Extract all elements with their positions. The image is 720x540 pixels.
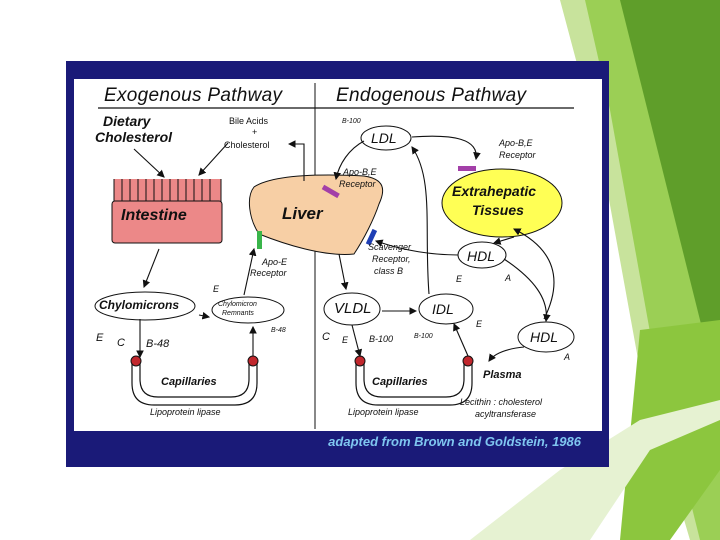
scavenger-label-line1: Scavenger [368,242,412,252]
extrahepatic-label-line1: Extrahepatic [452,183,537,199]
arrow-capillary-right-out [351,324,363,358]
capillary-node [130,355,142,367]
capillaries-left-label: Capillaries [161,376,217,388]
chylo-remnants-label-line2: Remnants [222,310,254,317]
cholesterol-label: Cholesterol [224,140,270,150]
arrow-lcat [488,346,525,362]
arrow-hdl-loop [513,228,555,320]
liver-label: Liver [282,204,323,223]
chylo-remnants-label-line1: Chylomicron [218,301,257,308]
apo-c-on-vldl: C [322,331,330,343]
vldl-label: VLDL [334,300,372,317]
apo-b48-on-remnant: B-48 [271,327,286,334]
arrow-extra-to-hdl [492,236,515,245]
apobe-receptor-mid-line1: Apo-B,E [343,167,377,177]
apobe-receptor-top-line1: Apo-B,E [499,138,533,148]
capillary-node [354,355,366,367]
apo-b100-top: B-100 [342,118,361,125]
capillary-loop-left [139,362,250,398]
lcat-label-line2: acyltransferase [475,409,537,419]
arrow-remnant-to-liver [243,247,257,296]
bile-acids-label: Bile Acids [229,116,269,126]
lcat-label-line1: Lecithin : cholesterol [460,397,543,407]
scavenger-label-line3: class B [374,266,404,276]
apo-e-on-remnant: E [213,284,220,294]
extrahepatic-label-line2: Tissues [472,202,524,218]
apo-b100-on-idl: B-100 [414,333,433,340]
source-caption: adapted from Brown and Goldstein, 1986 [328,434,581,449]
arrow-capillary-right-in [453,322,469,357]
capillary-node [247,355,259,367]
capillaries-right-label: Capillaries [372,376,428,388]
apobe-receptor-marker [321,184,340,199]
arrow-liver-to-bile [287,140,305,181]
apoe-receptor-label-line2: Receptor [250,268,287,278]
arrow-idl-to-ldl [411,146,430,295]
apo-b48-on-chylo: B-48 [146,338,170,350]
capillary-node [462,355,474,367]
idl-oval [418,293,474,325]
intestine-villi [113,179,222,204]
apo-e-on-chylo: E [96,332,104,344]
ldl-oval [360,125,412,151]
arrow-intestine-to-chylo [142,248,160,289]
apo-c-on-chylo: C [117,337,125,349]
diagram-panel [74,79,602,431]
extrahepatic-blob [441,168,563,238]
arrow-bile-to-intestine [198,142,229,176]
apobe-receptor-top-line2: Receptor [499,150,536,160]
arrow-dietary-to-intestine [133,148,165,178]
dietary-label-line2: Cholesterol [95,129,173,145]
apobe-receptor-mid-line2: Receptor [339,179,376,189]
intestine-block [111,200,223,244]
apo-e-on-hdl: E [456,274,463,284]
plus-label: + [252,127,258,137]
dietary-label-line1: Dietary [103,113,151,129]
lipase-right-label: Lipoprotein lipase [348,407,419,417]
arrow-chylo-to-remnant [198,311,211,320]
apo-b100-on-vldl: B-100 [369,334,394,344]
arrow-liver-to-vldl [338,253,349,291]
exogenous-header: Exogenous Pathway [104,85,283,106]
hdl-lower-label: HDL [530,329,559,345]
ldl-label: LDL [371,130,397,146]
endogenous-header: Endogenous Pathway [336,85,527,106]
arrow-hdl-to-hdl [503,258,551,323]
pathway-diagram [94,83,575,429]
apoe-receptor-label-line1: Apo-E [262,257,288,267]
chylomicrons-oval [94,291,196,321]
chylomicrons-label: Chylomicrons [99,298,180,312]
intestine-label: Intestine [121,207,187,224]
apo-e-on-idl: E [476,319,483,329]
arrow-ldl-to-liver [333,140,365,181]
capillary-loop-right [363,362,465,398]
scavenger-label-line2: Receptor, [372,254,411,264]
lipase-left-label: Lipoprotein lipase [150,407,221,417]
apo-a-on-lower-hdl: A [564,352,571,362]
idl-label: IDL [432,301,454,317]
hdl-upper-label: HDL [467,248,496,264]
arrow-hdl-to-liver [374,239,459,256]
apo-a-on-upper-hdl: A [505,273,512,283]
chylo-remnants-oval [211,296,285,324]
apoe-receptor-marker [257,231,262,249]
extrahepatic-receptor-marker [458,166,476,171]
arrow-ldl-to-extrahepatic [411,135,481,161]
plasma-label: Plasma [483,369,522,381]
scavenger-receptor-marker [365,228,378,246]
apo-e-on-vldl: E [342,335,349,345]
